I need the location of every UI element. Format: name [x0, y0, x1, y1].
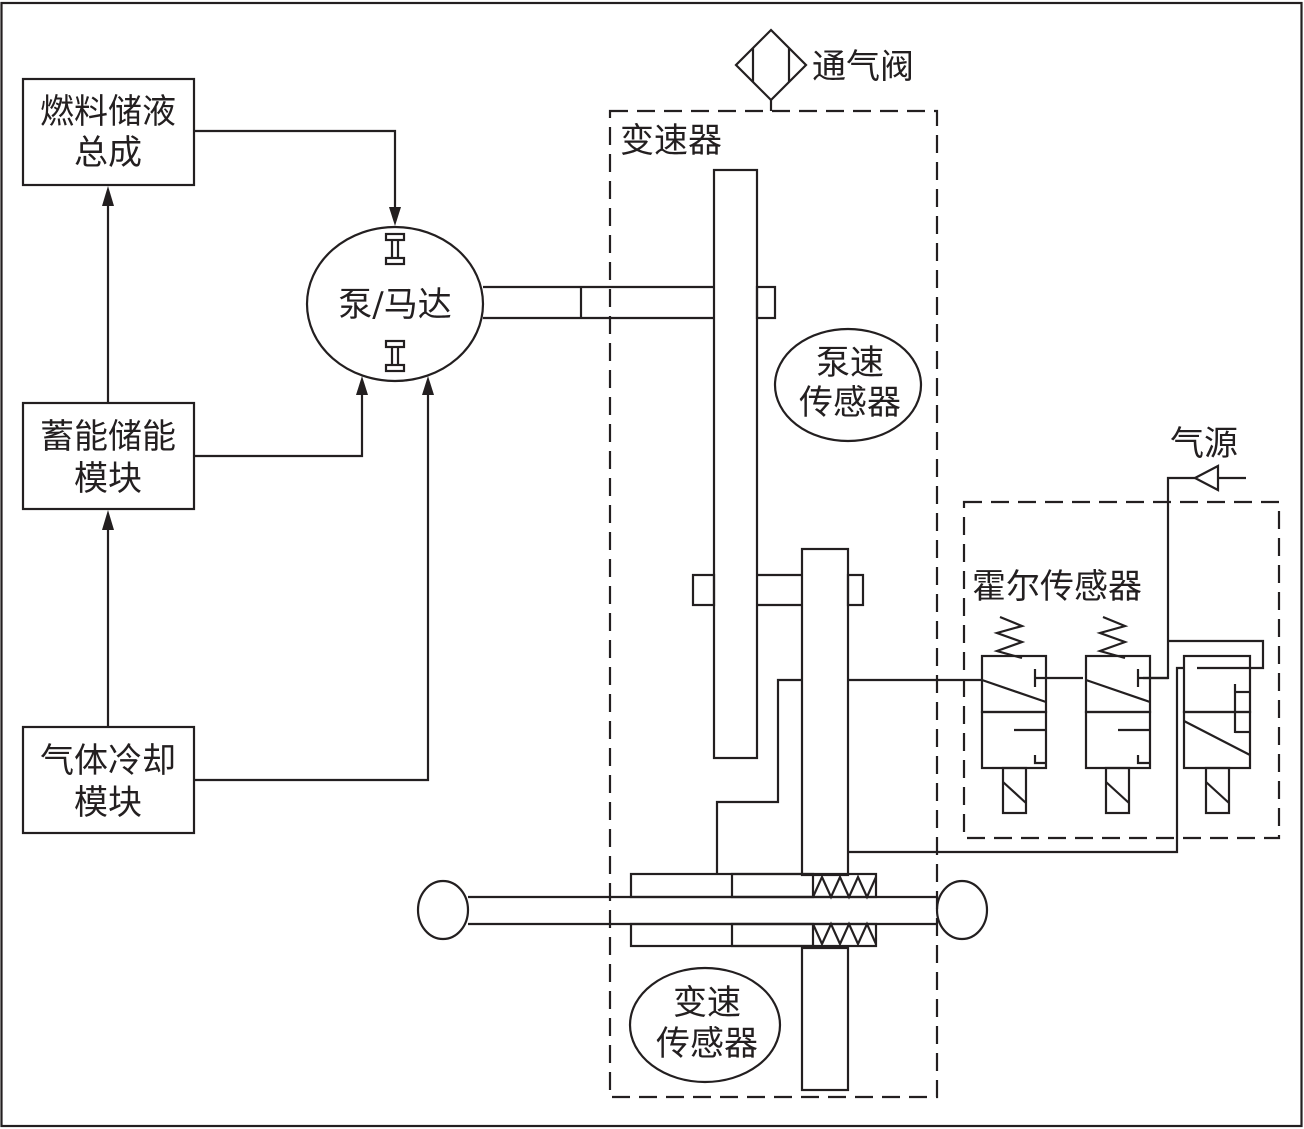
- countershaft: [691, 573, 865, 607]
- vent-valve-icon: [734, 28, 808, 102]
- air-source: 气源: [1143, 424, 1265, 680]
- pump-speed-sensor: 泵速 传感器: [773, 327, 923, 443]
- pump-port-bottom-icon: [384, 339, 406, 373]
- spring-icon: [1096, 615, 1129, 660]
- fuel-storage-label-2: 总成: [74, 133, 142, 173]
- gear-output-lower: [800, 946, 850, 1092]
- hall-sensor-box: 霍尔传感器: [962, 500, 1281, 840]
- transmission-label: 变速器: [620, 121, 722, 161]
- shift-speed-sensor: 变速 传感器: [628, 966, 782, 1084]
- spring-icon: [811, 921, 878, 947]
- arrow-cooling-to-pump: [194, 376, 434, 782]
- pump-motor-label: 泵/马达: [338, 285, 451, 325]
- pump-speed-sensor-label-2: 传感器: [799, 383, 901, 423]
- accumulator-label-1: 蓄能储能: [40, 417, 176, 457]
- accumulator-block: 蓄能储能 模块: [21, 401, 196, 511]
- accumulator-label-2: 模块: [74, 459, 142, 499]
- hall-sensor-label: 霍尔传感器: [972, 567, 1142, 607]
- vent-valve: 通气阀: [734, 28, 914, 111]
- solenoid-valve-1: [980, 615, 1083, 815]
- fuel-storage-block: 燃料储液 总成: [21, 77, 196, 187]
- gear-output-upper: [800, 547, 850, 877]
- gear-input: [712, 168, 759, 760]
- fuel-storage-label-1: 燃料储液: [40, 92, 176, 132]
- solenoid-valve-3: [1182, 654, 1252, 815]
- arrow-fuel-to-pump: [194, 129, 401, 226]
- air-source-icon: [1192, 464, 1220, 492]
- signal-line-lower: [848, 666, 1183, 854]
- solenoid-valve-2: [1084, 615, 1168, 815]
- synchronizer: [629, 872, 878, 948]
- spring-icon: [811, 874, 878, 900]
- gas-cooling-label-2: 模块: [74, 783, 142, 823]
- shift-sensor-label-1: 变速: [673, 983, 741, 1023]
- pump-speed-sensor-label-1: 泵速: [816, 343, 884, 383]
- pump-port-top-icon: [384, 232, 406, 266]
- transmission-box: 变速器: [608, 109, 939, 1099]
- shift-sensor-label-2: 传感器: [656, 1024, 758, 1064]
- output-shaft: [416, 879, 989, 941]
- gas-cooling-label-1: 气体冷却: [40, 741, 176, 781]
- pump-motor: 泵/马达: [305, 225, 485, 383]
- arrow-accumulator-to-fuel: [102, 186, 114, 403]
- spring-icon: [993, 615, 1026, 660]
- arrow-accumulator-to-pump: [194, 376, 368, 458]
- shift-fork-link: [715, 678, 802, 874]
- pump-shaft: [483, 285, 777, 320]
- arrow-cooling-to-accumulator: [102, 510, 114, 727]
- vent-valve-label: 通气阀: [812, 47, 914, 87]
- air-source-label: 气源: [1170, 424, 1238, 464]
- gas-cooling-block: 气体冷却 模块: [21, 725, 196, 835]
